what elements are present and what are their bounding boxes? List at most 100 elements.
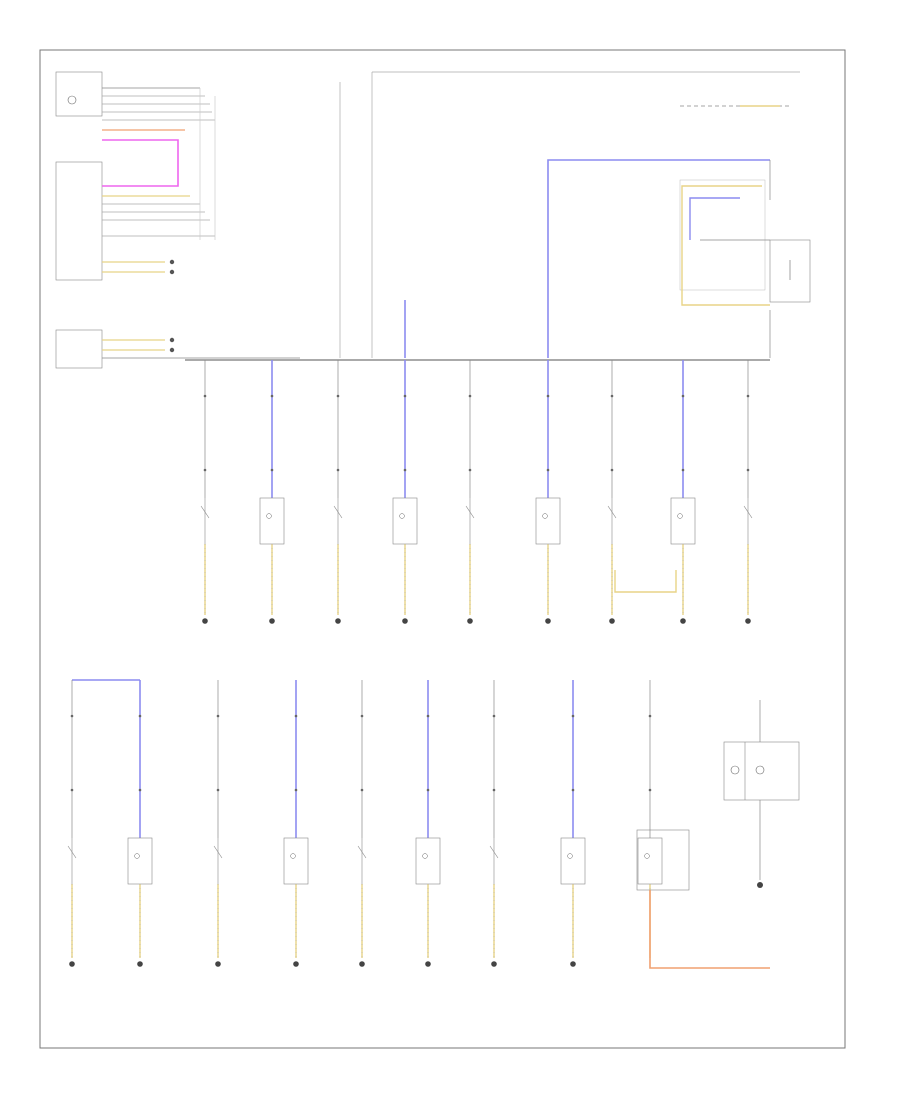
ground-icon <box>745 618 751 624</box>
splice-icon <box>492 714 496 718</box>
relay-box <box>679 179 766 291</box>
light-switch-box <box>55 161 103 281</box>
ground-icon <box>69 961 75 967</box>
relay-module-box <box>769 239 811 303</box>
splice-icon <box>546 394 550 398</box>
splice-icon <box>648 788 652 792</box>
connector-icon <box>169 259 175 265</box>
splice-icon <box>70 788 74 792</box>
splice-icon <box>294 788 298 792</box>
switch-contact <box>213 845 223 859</box>
splice-icon <box>426 788 430 792</box>
bulb-icon <box>542 513 548 519</box>
component-box <box>560 837 586 885</box>
splice-icon <box>468 394 472 398</box>
dimmer-control-box <box>55 329 103 369</box>
splice-icon <box>360 788 364 792</box>
splice-icon <box>203 468 207 472</box>
bottom-right-switch <box>636 700 800 969</box>
bulb-icon <box>567 853 573 859</box>
ground-icon <box>137 961 143 967</box>
bulb-icon <box>399 513 405 519</box>
ground-icon <box>293 961 299 967</box>
switch-contact <box>200 505 210 519</box>
bulb-icon <box>644 853 650 859</box>
upper-row-circuits <box>200 360 753 624</box>
wire-blue <box>547 159 770 358</box>
bulb-icon <box>422 853 428 859</box>
hazard-switch-box <box>636 829 690 891</box>
light-switch-module <box>55 71 300 369</box>
splice-icon <box>294 714 298 718</box>
ground-icon <box>402 618 408 624</box>
rear-switch-box <box>723 741 800 801</box>
top-right-feed <box>339 71 811 358</box>
splice-icon <box>270 468 274 472</box>
bulb-icon <box>730 765 740 775</box>
component-box <box>535 497 561 545</box>
connector-icon <box>169 337 175 343</box>
splice-icon <box>270 394 274 398</box>
component-box <box>283 837 309 885</box>
wire-yellow <box>681 185 770 306</box>
ground-icon <box>757 882 763 888</box>
switch-contact <box>67 845 77 859</box>
splice-icon <box>216 714 220 718</box>
bulb-icon <box>67 95 77 105</box>
splice-icon <box>492 788 496 792</box>
wire-red <box>649 890 770 969</box>
switch-contact <box>357 845 367 859</box>
splice-icon <box>138 788 142 792</box>
component-box <box>259 497 285 545</box>
ground-icon <box>545 618 551 624</box>
connector-icon <box>169 269 175 275</box>
splice-icon <box>336 468 340 472</box>
splice-icon <box>403 468 407 472</box>
ground-icon <box>215 961 221 967</box>
component-box <box>670 497 696 545</box>
splice-icon <box>610 468 614 472</box>
splice-icon <box>138 714 142 718</box>
switch-contact <box>743 505 753 519</box>
switch-contact <box>489 845 499 859</box>
component-box <box>415 837 441 885</box>
rear-light-switch-box <box>55 71 103 117</box>
bulb-icon <box>290 853 296 859</box>
ground-icon <box>202 618 208 624</box>
splice-icon <box>70 714 74 718</box>
splice-icon <box>681 394 685 398</box>
bulb-icon <box>134 853 140 859</box>
connector-icon <box>169 347 175 353</box>
splice-icon <box>336 394 340 398</box>
ground-icon <box>335 618 341 624</box>
splice-icon <box>426 714 430 718</box>
splice-icon <box>571 788 575 792</box>
bulb-icon <box>755 765 765 775</box>
ground-icon <box>680 618 686 624</box>
splice-icon <box>360 714 364 718</box>
component-box <box>127 837 153 885</box>
switch-contact <box>333 505 343 519</box>
wire-pink <box>102 139 179 187</box>
ground-icon <box>425 961 431 967</box>
ground-icon <box>359 961 365 967</box>
ground-icon <box>269 618 275 624</box>
wire-blue <box>689 197 740 240</box>
lower-row-circuits <box>67 680 663 967</box>
component-box <box>637 837 663 885</box>
ground-icon <box>491 961 497 967</box>
splice-icon <box>610 394 614 398</box>
bulb-icon <box>677 513 683 519</box>
diagram-border <box>39 49 846 1049</box>
splice-icon <box>468 468 472 472</box>
splice-icon <box>546 468 550 472</box>
splice-icon <box>746 468 750 472</box>
splice-icon <box>216 788 220 792</box>
splice-icon <box>681 468 685 472</box>
splice-icon <box>571 714 575 718</box>
bulb-icon <box>266 513 272 519</box>
splice-icon <box>203 394 207 398</box>
splice-icon <box>403 394 407 398</box>
